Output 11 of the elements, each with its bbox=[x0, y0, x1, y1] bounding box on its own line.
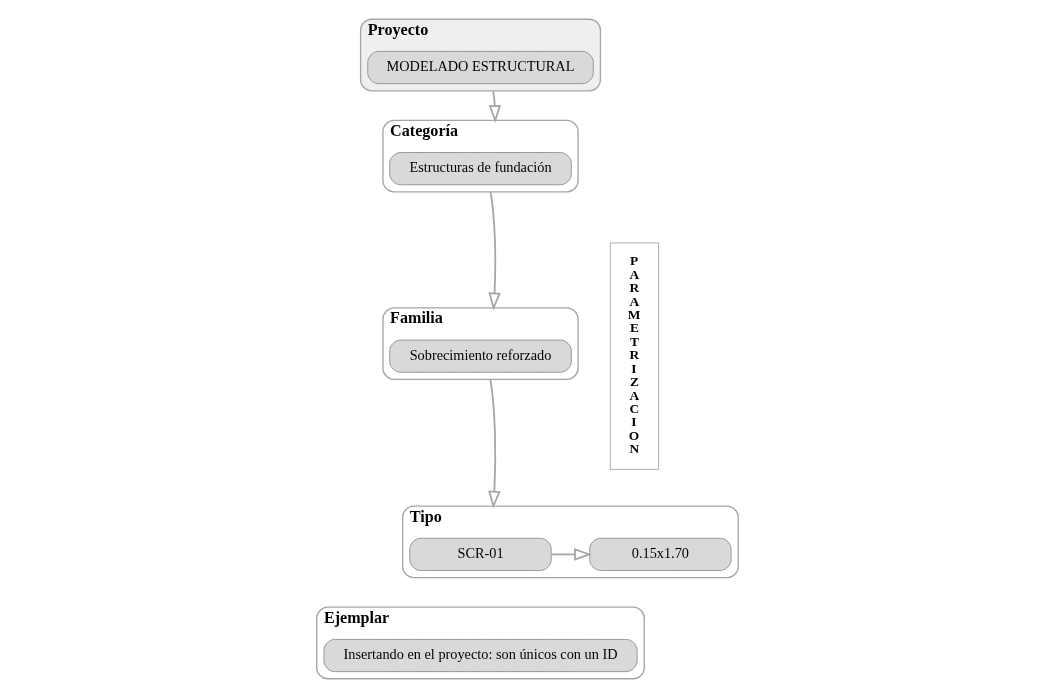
node-box: Insertando en el proyecto: son únicos con un ID bbox=[322, 638, 638, 673]
node-box: 0.15x1.70 bbox=[588, 537, 732, 571]
arrow bbox=[550, 548, 592, 561]
arrow bbox=[488, 89, 501, 124]
arrow bbox=[487, 191, 501, 311]
node-box: Sobrecimiento reforzado bbox=[388, 339, 572, 373]
node-box: SCR-01 bbox=[408, 537, 552, 571]
node-box: Estructuras de fundación bbox=[388, 152, 572, 186]
arrow bbox=[487, 378, 501, 509]
node-box: PARAMETRIZACION bbox=[609, 242, 659, 470]
node-box: MODELADO ESTRUCTURAL bbox=[366, 51, 594, 85]
